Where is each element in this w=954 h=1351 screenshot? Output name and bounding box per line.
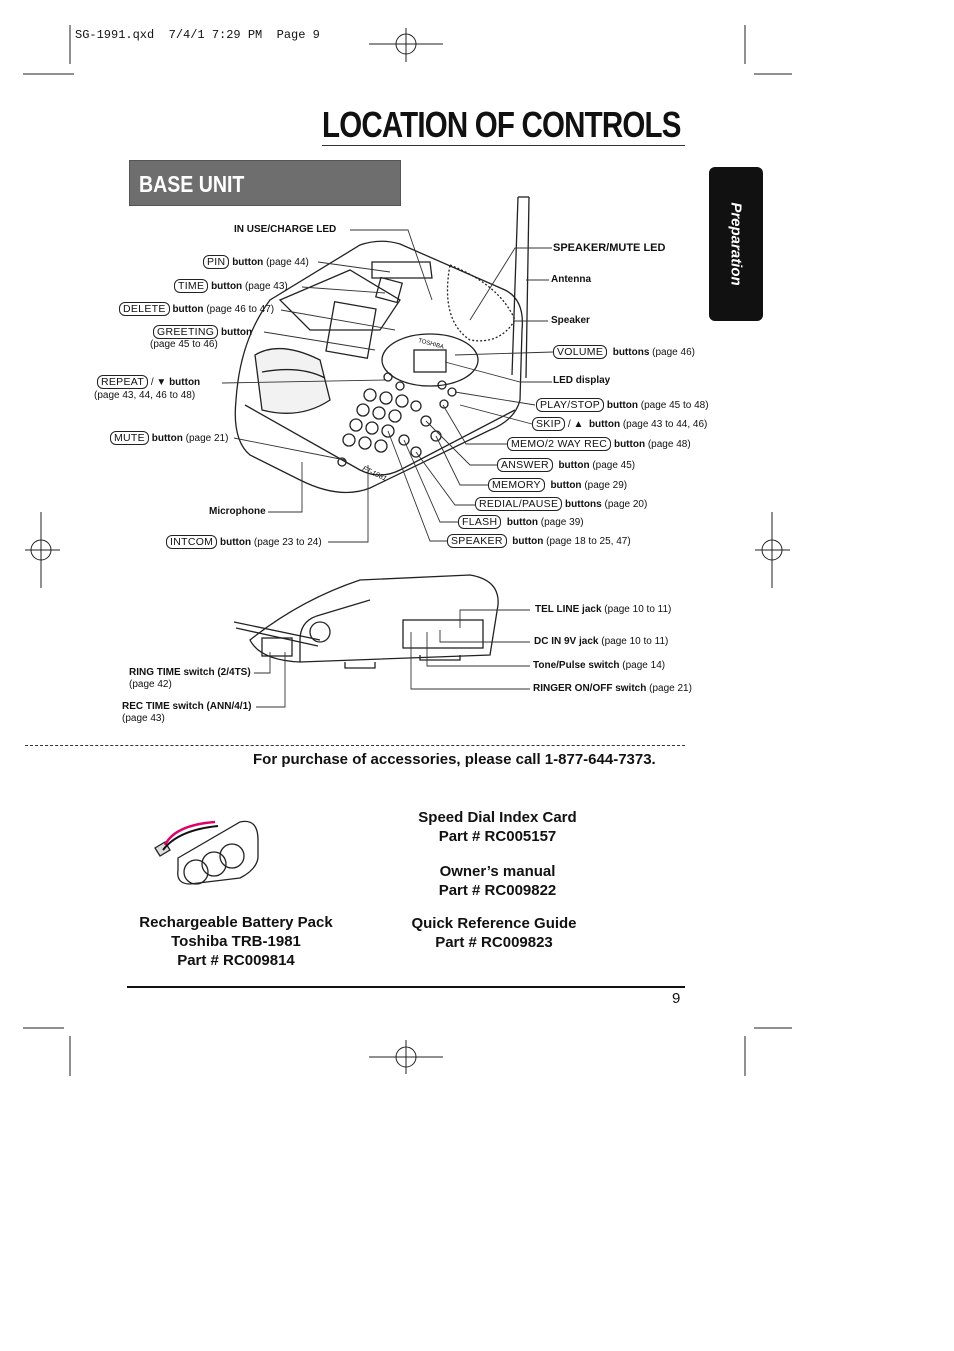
file-header: SG-1991.qxd 7/4/1 7:29 PM Page 9	[75, 28, 320, 42]
label-speaker-led: SPEAKER/MUTE LED	[553, 242, 666, 254]
label-led-display: LED display	[553, 375, 611, 386]
label-redial: REDIAL/PAUSE buttons (page 20)	[475, 497, 647, 511]
label-ring-time-page: (page 42)	[129, 679, 172, 690]
label-microphone: Microphone	[209, 506, 266, 517]
section-title: BASE UNIT	[139, 171, 245, 197]
label-ring-time: RING TIME switch (2/4TS)	[129, 667, 251, 678]
purchase-note: For purchase of accessories, please call…	[253, 751, 656, 768]
label-memory: MEMORY button (page 29)	[488, 478, 627, 492]
section-banner: BASE UNIT	[129, 160, 401, 206]
up-arrow-icon: ▲	[573, 419, 584, 430]
label-rec-time-page: (page 43)	[122, 713, 165, 724]
page-title: LOCATION OF CONTROLS	[322, 104, 681, 145]
label-pin: PIN button (page 44)	[203, 255, 309, 269]
label-antenna: Antenna	[551, 274, 591, 285]
title-rule	[322, 145, 685, 146]
label-speaker: Speaker	[551, 315, 590, 326]
label-in-use-led: IN USE/CHARGE LED	[234, 224, 337, 235]
label-dc-in: DC IN 9V jack (page 10 to 11)	[534, 636, 669, 647]
label-time: TIME button (page 43)	[174, 279, 288, 293]
label-delete: DELETE button (page 46 to 47)	[119, 302, 274, 316]
label-volume: VOLUME buttons (page 46)	[553, 345, 695, 359]
label-rec-time: REC TIME switch (ANN/4/1)	[122, 701, 252, 712]
label-mute: MUTE button (page 21)	[110, 431, 228, 445]
label-skip: SKIP / ▲ button (page 43 to 44, 46)	[532, 417, 707, 431]
label-greeting: GREETING button	[153, 325, 252, 339]
page-number: 9	[672, 990, 681, 1007]
down-arrow-icon: ▼	[156, 377, 167, 388]
label-ringer: RINGER ON/OFF switch (page 21)	[533, 683, 692, 694]
label-answer: ANSWER button (page 45)	[497, 458, 635, 472]
dashed-divider	[25, 745, 685, 746]
label-speaker-button: SPEAKER button (page 18 to 25, 47)	[447, 534, 631, 548]
label-intcom: INTCOM button (page 23 to 24)	[166, 535, 322, 549]
label-tone-pulse: Tone/Pulse switch (page 14)	[533, 660, 666, 671]
side-tab: Preparation	[709, 167, 763, 321]
bottom-rule	[127, 986, 685, 988]
label-flash: FLASH button (page 39)	[458, 515, 584, 529]
label-tel-line: TEL LINE jack (page 10 to 11)	[535, 604, 672, 615]
label-play-stop: PLAY/STOP button (page 45 to 48)	[536, 398, 709, 412]
label-memo: MEMO/2 WAY REC button (page 48)	[507, 437, 691, 451]
label-repeat: REPEAT / ▼ button	[97, 375, 200, 389]
label-repeat-page: (page 43, 44, 46 to 48)	[94, 390, 196, 401]
label-greeting-page: (page 45 to 46)	[150, 339, 218, 350]
